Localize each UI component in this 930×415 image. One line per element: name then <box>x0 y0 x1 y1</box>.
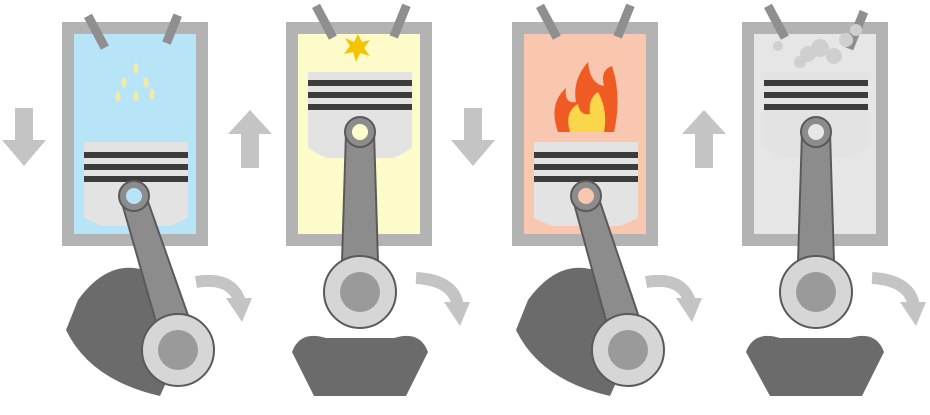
motion-arrow-down <box>451 108 495 166</box>
stroke-intake <box>2 13 272 396</box>
rotation-arrow-icon <box>195 275 252 322</box>
wrist-pin <box>578 188 594 204</box>
stroke-compression <box>286 3 470 396</box>
connecting-rod <box>570 180 665 387</box>
rotation-arrow-icon <box>645 275 702 322</box>
connecting-rod <box>779 116 853 329</box>
crankshaft <box>292 335 428 396</box>
wrist-pin <box>352 124 368 140</box>
valves <box>312 3 411 40</box>
spark-icon <box>344 34 370 62</box>
crankshaft <box>746 335 884 396</box>
valves <box>536 3 635 40</box>
piston <box>308 72 412 158</box>
connecting-rod <box>118 180 215 387</box>
wrist-pin <box>808 124 824 140</box>
valves <box>84 13 182 50</box>
motion-arrow-down <box>2 108 46 166</box>
piston <box>764 72 868 158</box>
fuel-droplets-icon <box>115 62 155 102</box>
connecting-rod <box>323 116 397 329</box>
rotation-arrow-icon <box>871 272 926 326</box>
smoke-icon <box>773 24 862 68</box>
stroke-exhaust <box>742 3 926 396</box>
return-arrow-up <box>682 110 726 168</box>
rotation-arrow-icon <box>415 272 470 326</box>
return-arrow-up <box>228 110 272 168</box>
stroke-power <box>451 3 726 396</box>
wrist-pin <box>126 188 142 204</box>
flame-icon <box>554 62 618 132</box>
